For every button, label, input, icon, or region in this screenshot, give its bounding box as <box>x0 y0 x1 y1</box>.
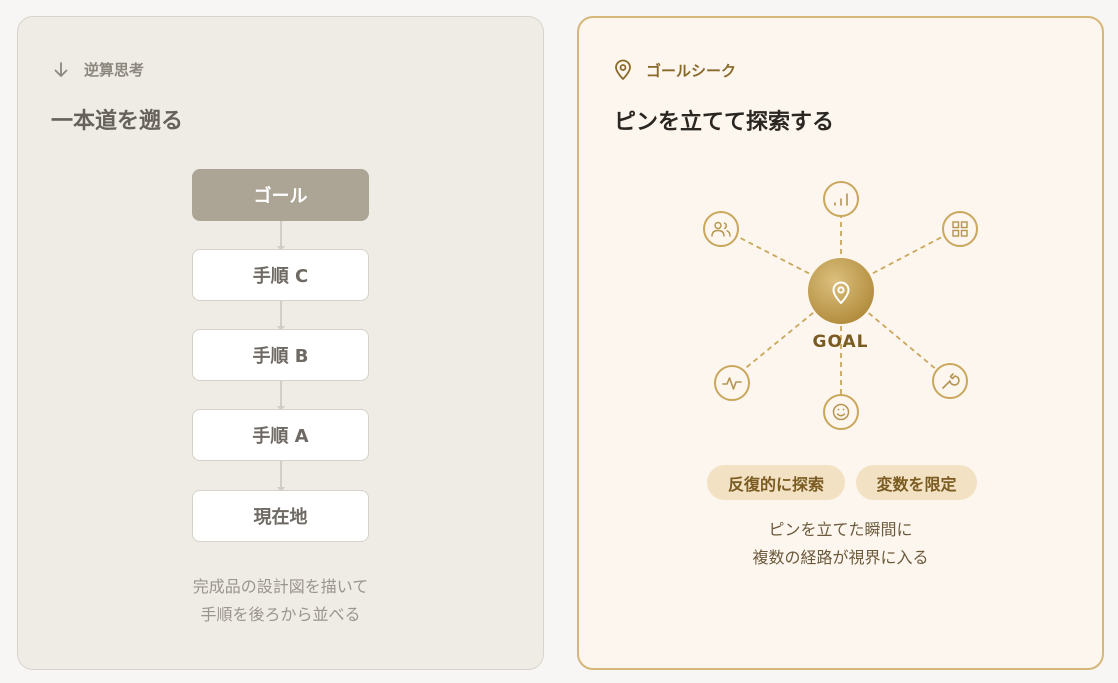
goal-seek-diagram <box>703 181 978 430</box>
arrow-down-icon <box>54 61 68 77</box>
step-a: 手順 A <box>192 409 369 461</box>
backward-thinking-label: 逆算思考 <box>84 61 145 79</box>
pill-iterative-search: 反復的に探索 <box>707 465 845 500</box>
step-current-location: 現在地 <box>192 490 369 542</box>
step-connector <box>277 221 285 251</box>
goal-seek-header: ゴールシーク <box>614 59 736 81</box>
step-connector <box>277 301 285 331</box>
step-connector <box>277 381 285 411</box>
map-pin-icon <box>832 281 850 304</box>
spoke-line <box>730 289 842 381</box>
backward-thinking-title: 一本道を遡る <box>51 109 184 134</box>
spoke-line <box>840 289 950 381</box>
step-c: 手順 C <box>192 249 369 301</box>
step-b: 手順 B <box>192 329 369 381</box>
goal-seek-label: ゴールシーク <box>646 61 737 80</box>
backward-thinking-card: 逆算思考 一本道を遡る ゴール 手順 C 手順 B 手順 A 現在地 完成品の設… <box>17 16 544 670</box>
map-pin-icon <box>615 59 631 80</box>
backward-thinking-header: 逆算思考 <box>52 59 144 80</box>
goal-seek-title: ピンを立てて探索する <box>614 110 835 135</box>
goal-seek-card: ゴールシーク ピンを立てて探索する <box>577 16 1104 670</box>
step-goal: ゴール <box>192 169 369 221</box>
bar-chart-icon <box>823 181 859 217</box>
caption-line-2: 手順を後ろから並べる <box>200 605 361 624</box>
step-connector <box>277 461 285 492</box>
smile-icon <box>823 394 859 430</box>
goal-label: GOAL <box>812 332 869 352</box>
caption-line-2: 複数の経路が視界に入る <box>752 548 929 567</box>
goal-seek-caption: ピンを立てた瞬間に 複数の経路が視界に入る <box>579 516 1102 572</box>
pulse-icon <box>714 365 750 401</box>
grid-icon <box>942 211 978 247</box>
backward-thinking-caption: 完成品の設計図を描いて 手順を後ろから並べる <box>18 573 543 629</box>
users-icon <box>703 211 739 247</box>
wrench-icon <box>932 363 968 399</box>
caption-line-1: 完成品の設計図を描いて <box>192 577 369 596</box>
caption-line-1: ピンを立てた瞬間に <box>768 520 913 539</box>
goal-center-node <box>808 258 874 324</box>
pill-limit-variables: 変数を限定 <box>856 465 977 500</box>
